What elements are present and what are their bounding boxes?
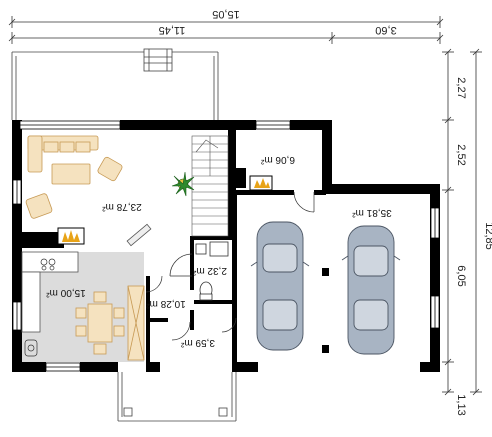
toilet-icon [195,241,229,301]
dim-right-total: 12,85 [483,222,492,250]
top-dimensions [8,16,444,44]
room-label-garage: 35,81 m² [352,207,392,218]
pantry-cabinet [127,285,145,361]
exterior-walls [12,120,440,372]
interior-walls [22,120,326,372]
dim-total-width: 15,05 [212,8,240,20]
dim-right-seg3: 6,05 [455,265,467,286]
room-label-kitchen: 15,00 m² [46,287,86,298]
entrance-steps [117,372,237,422]
windows [12,120,440,372]
room-label-boiler: 6,06 m² [260,154,295,165]
tv-icon [126,223,152,247]
coffee-table-icon [51,163,91,185]
dim-right-seg4: 1,13 [455,394,467,415]
room-label-living: 23,78 m² [102,201,142,212]
room-label-wc: 2,32 m² [192,265,227,276]
stove-icon [40,258,56,271]
dim-right-seg2: 2,52 [455,144,467,165]
sofa-icon [27,135,99,173]
dim-right-width: 3,60 [375,24,396,36]
room-label-vestibule: 3,59 m² [180,337,215,348]
boiler-icon [236,168,273,191]
terrace [11,48,219,120]
right-dimensions [442,48,482,396]
car-icon [250,221,310,351]
armchair-icon [25,156,123,219]
dim-right-seg1: 2,27 [455,77,467,98]
sink-icon [24,339,38,357]
kitchen-counter [21,251,79,333]
dim-left-width: 11,45 [159,24,186,36]
plant-icon [171,171,195,197]
fireplace-icon [22,227,85,248]
stairs-icon [191,135,229,237]
room-label-hall: 10,28 m² [146,298,186,309]
door-icon [145,191,315,341]
table-icon [75,291,125,355]
car-icon-2 [341,225,401,355]
